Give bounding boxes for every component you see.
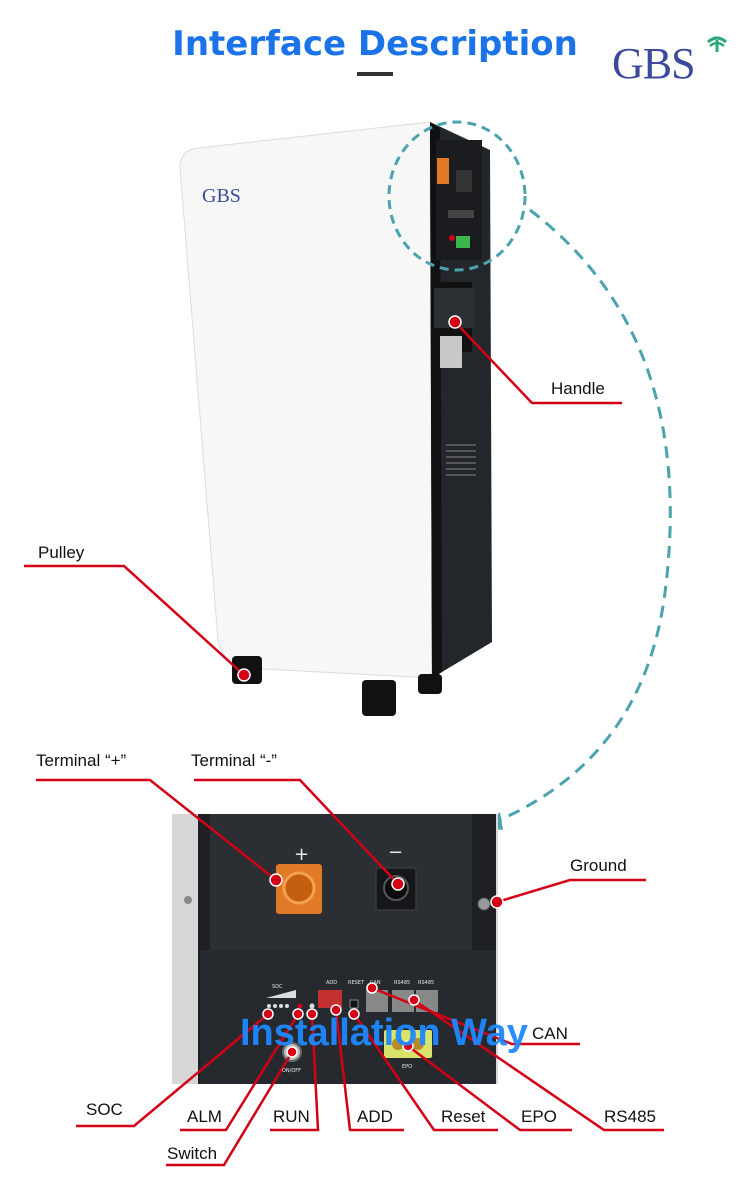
leaf-icon xyxy=(707,36,727,52)
plus-mark: + xyxy=(294,844,309,865)
cabinet-brand: GBS xyxy=(202,185,241,207)
callout-dots xyxy=(237,315,504,1058)
callout-lines xyxy=(24,321,664,1167)
label-add: ADD xyxy=(357,1107,393,1126)
minus-mark: − xyxy=(388,842,403,863)
label-rs485: RS485 xyxy=(604,1107,656,1126)
add-text: ADD xyxy=(326,980,337,986)
label-alm: ALM xyxy=(187,1107,222,1126)
page-title: Interface Description xyxy=(172,24,578,64)
rs485-text-1: RS485 xyxy=(394,980,410,986)
onoff-text: ON/OFF xyxy=(282,1068,301,1074)
installation-way-overlay: Installation Way xyxy=(240,1012,528,1054)
epo-text: EPO xyxy=(402,1064,412,1070)
label-soc: SOC xyxy=(86,1100,123,1119)
label-handle: Handle xyxy=(551,379,605,398)
rs485-text-2: RS485 xyxy=(418,980,434,986)
label-pulley: Pulley xyxy=(38,543,85,562)
label-run: RUN xyxy=(273,1107,310,1126)
reset-text: RESET xyxy=(348,980,365,986)
label-epo: EPO xyxy=(521,1107,557,1126)
terminal-plus-small xyxy=(437,158,449,184)
label-switch: Switch xyxy=(167,1144,218,1163)
can-text: CAN xyxy=(370,980,381,986)
label-terminal-negative: Terminal “-” xyxy=(191,751,277,770)
gbs-logo: GBS xyxy=(612,39,696,88)
title-underline xyxy=(357,72,393,76)
battery-cabinet xyxy=(179,121,492,716)
label-terminal-positive: Terminal “+” xyxy=(36,751,127,770)
soc-text: SOC xyxy=(272,984,283,990)
can-port xyxy=(366,990,388,1012)
front-panel xyxy=(172,814,498,1084)
add-dip-switch xyxy=(318,990,342,1008)
label-ground: Ground xyxy=(570,856,627,875)
label-reset: Reset xyxy=(441,1107,486,1126)
label-can: CAN xyxy=(532,1024,568,1043)
